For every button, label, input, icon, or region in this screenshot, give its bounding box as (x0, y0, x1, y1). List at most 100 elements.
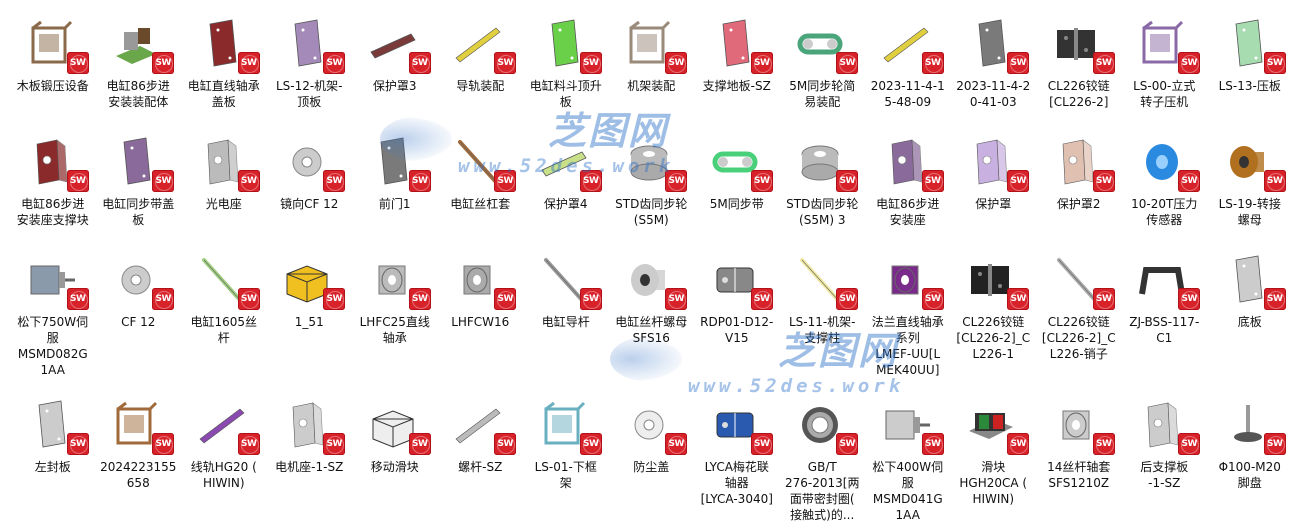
bracket-icon: SW (961, 134, 1030, 192)
solidworks-badge-icon: SW (66, 170, 89, 192)
solidworks-badge-icon: SW (494, 170, 517, 192)
foot-icon: SW (1218, 397, 1286, 455)
file-name-label: LS-19-转接 螺母 (1218, 197, 1281, 227)
file-item[interactable]: SW STD齿同步轮 (S5M) 3 (780, 132, 866, 250)
file-name-label: 电缸直线轴承 盖板 (187, 79, 260, 109)
solidworks-badge-icon: SW (1178, 288, 1201, 310)
pulley-icon: SW (619, 134, 688, 192)
pulley-icon: SW (790, 134, 859, 192)
file-name-label: 松下750W伺 服 MSMD082G 1AA (17, 315, 89, 377)
file-name-label: 导轨装配 (456, 79, 505, 93)
file-name-label: LS-12-机架- 顶板 (275, 79, 343, 109)
solidworks-badge-icon: SW (323, 170, 346, 192)
shaft-icon: SW (534, 252, 602, 310)
file-name-label: 2023-11-4-1 5-48-09 (870, 79, 945, 109)
solidworks-badge-icon: SW (237, 52, 260, 74)
file-name-label: 滑块 HGH20CA ( HIWIN) (959, 460, 1028, 506)
solidworks-badge-icon: SW (665, 433, 688, 455)
file-name-label: 线轨HG20 ( HIWIN) (190, 460, 257, 490)
solidworks-badge-icon: SW (750, 170, 773, 192)
file-name-label: STD齿同步轮 (S5M) 3 (786, 197, 859, 227)
belt-icon: SW (790, 16, 859, 74)
file-name-label: 光电座 (205, 197, 242, 211)
file-name-label: 法兰直线轴承 系列 LMEF-UU[L MEK40UU] (871, 315, 944, 377)
solidworks-badge-icon: SW (1007, 288, 1030, 310)
solidworks-badge-icon: SW (1263, 52, 1286, 74)
file-name-label: 14丝杆轴套 SFS1210Z (1047, 460, 1111, 490)
solidworks-badge-icon: SW (152, 52, 175, 74)
file-name-label: LS-01-下框 架 (534, 460, 597, 490)
plate-icon: SW (534, 16, 602, 74)
file-name-label: LHFCW16 (451, 315, 510, 329)
solidworks-badge-icon: SW (750, 288, 773, 310)
machine-frame-icon: SW (534, 397, 602, 455)
file-name-label: 10-20T压力 传感器 (1131, 197, 1198, 227)
nut-icon: SW (619, 252, 688, 310)
hinge-icon: SW (1047, 16, 1115, 74)
shaft-icon: SW (192, 252, 260, 310)
plate-icon: SW (106, 134, 175, 192)
file-name-label: CF 12 (121, 315, 156, 329)
file-item[interactable]: SW LS-01-下框 架 (523, 395, 609, 525)
file-item[interactable]: SW 电缸直线轴承 盖板 (181, 14, 267, 132)
bearing-ring-icon: SW (790, 397, 859, 455)
